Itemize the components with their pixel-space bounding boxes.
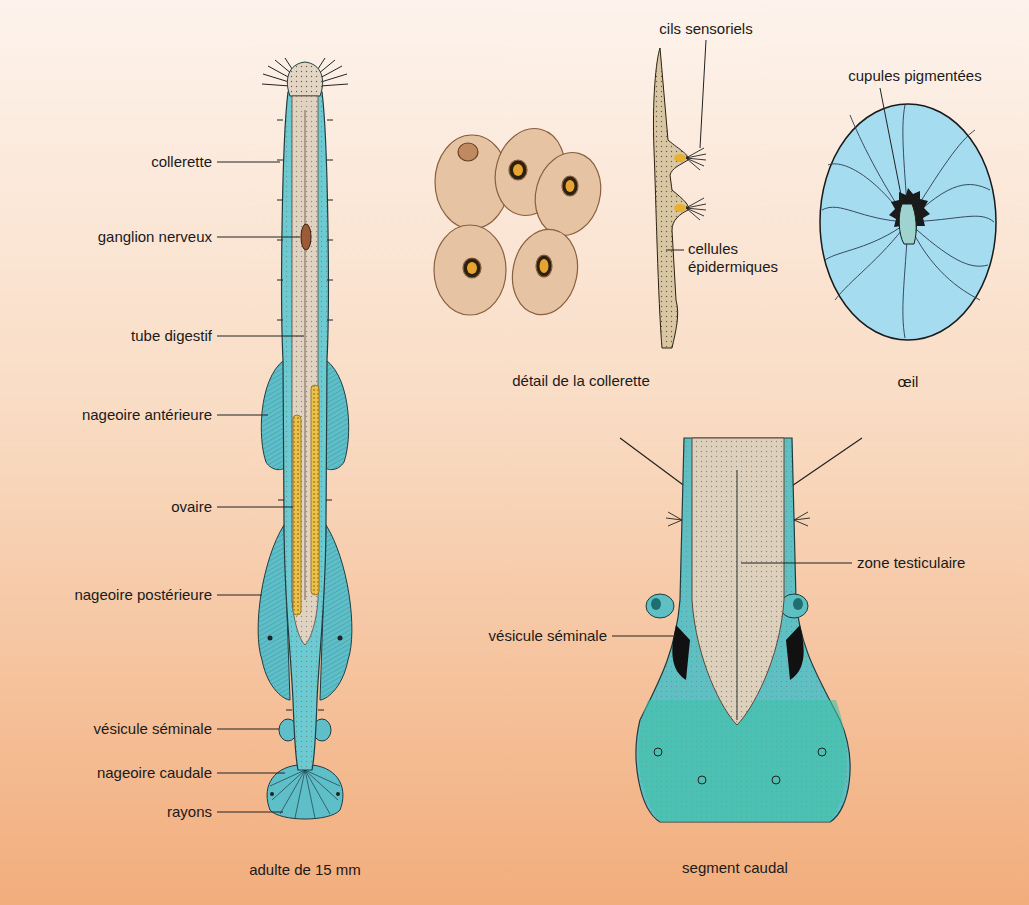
part-label: nageoire caudale [97,764,212,782]
arrow-worm-body [258,58,352,819]
eye [820,88,996,340]
part-label: zone testiculaire [857,554,965,572]
part-label: adulte de 15 mm [249,861,361,879]
part-label: vésicule séminale [94,720,212,738]
part-label: cellules épidermiques [688,240,798,276]
part-label: nageoire postérieure [74,586,212,604]
part-label: œil [898,373,919,391]
part-label: cupules pigmentées [848,67,981,85]
leader-lines [217,162,304,812]
part-label: rayons [167,803,212,821]
epidermal-cells [434,121,610,321]
part-label: ganglion nerveux [98,228,212,246]
part-label: vésicule séminale [489,627,607,645]
part-label: nageoire antérieure [82,406,212,424]
part-label: tube digestif [131,327,212,345]
caudal-segment [612,438,862,822]
part-label: détail de la collerette [512,372,650,390]
part-label: collerette [151,153,212,171]
part-label: segment caudal [682,859,788,877]
part-label: cils sensoriels [659,20,752,38]
part-label: ovaire [171,498,212,516]
collar-section [653,40,706,348]
